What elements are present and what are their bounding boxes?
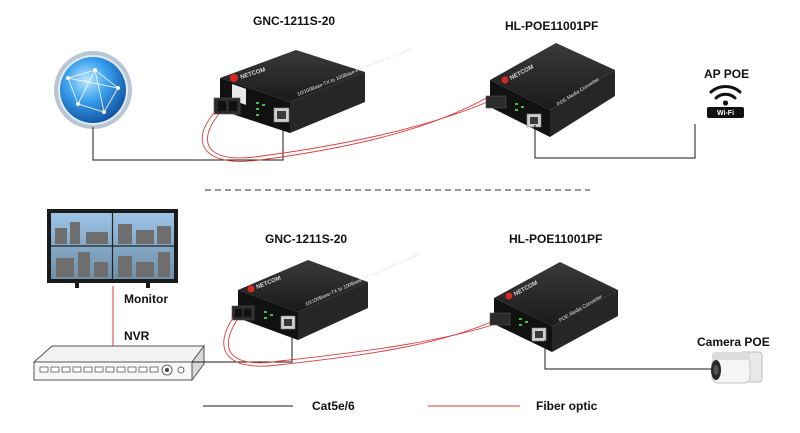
rj45-port-icon: [526, 113, 542, 128]
rj45-port-icon: [531, 327, 547, 342]
bottom-poe-label: HL-POE11001PF: [509, 232, 602, 246]
fiber-port-icon: [231, 305, 255, 321]
wifi-icon: Wi-Fi: [707, 85, 744, 118]
monitor-label: Monitor: [124, 292, 168, 306]
fiber-cable-top: [201, 95, 493, 162]
converter-poe-top: NETCOM POE Media Converter: [485, 43, 615, 137]
cat-cable-top-left: [92, 124, 284, 161]
legend-fiber-label: Fiber optic: [536, 399, 598, 413]
status-led-icon: [515, 103, 524, 111]
netcom-logo-icon: [505, 292, 513, 300]
svg-text:Wi-Fi: Wi-Fi: [717, 110, 734, 117]
converter-poe-bottom: NETCOM POE Media Converter: [489, 262, 618, 352]
top-gnc-label: GNC-1211S-20: [253, 14, 335, 28]
nvr-icon: [32, 344, 205, 382]
legend-cat-label: Cat5e/6: [312, 399, 355, 413]
converter-gnc-bottom: NETCOM 10/100Base-TX to 100Base-FX Fast …: [231, 252, 421, 340]
netcom-logo-icon: [230, 74, 238, 82]
cat-cable-bottom-left: [192, 333, 293, 363]
cat-cable-top-right: [534, 124, 696, 159]
internet-globe-icon: [54, 51, 132, 129]
bottom-gnc-label: GNC-1211S-20: [265, 232, 347, 246]
rj45-port-icon: [273, 107, 290, 123]
cat-cable-bottom-right: [544, 340, 712, 370]
netcom-logo-icon: [501, 76, 509, 84]
fiber-port-icon: [485, 95, 507, 109]
top-poe-label: HL-POE11001PF: [505, 19, 598, 33]
fiber-port-icon: [489, 312, 511, 326]
ap-poe-label: AP POE: [704, 67, 749, 81]
monitor-icon: [47, 209, 178, 288]
camera-icon: [711, 351, 763, 384]
camera-poe-label: Camera POE: [697, 335, 770, 349]
status-led-icon: [519, 318, 528, 326]
netcom-logo-icon: [247, 285, 255, 293]
nvr-label: NVR: [124, 329, 150, 343]
rj45-port-icon: [280, 315, 296, 330]
fiber-cable-bottom: [223, 317, 503, 367]
converter-gnc-top: NETCOM 10/100Base-TX to 100Base-FX Fast …: [213, 46, 414, 133]
status-led-icon: [256, 102, 265, 116]
fiber-port-icon: [213, 97, 241, 115]
status-led-icon: [264, 311, 273, 319]
